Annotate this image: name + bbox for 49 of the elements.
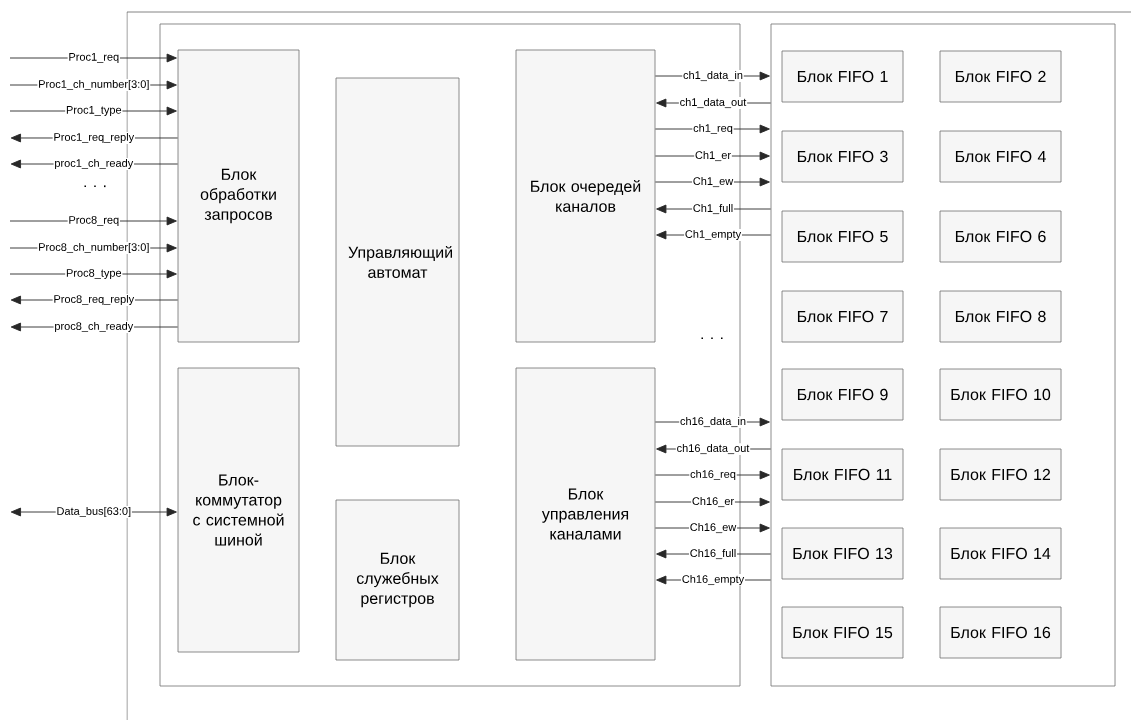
fifo-box: Блок FIFO 15 — [781, 606, 904, 659]
ellipsis: · · · — [84, 185, 106, 188]
signal-label: ch1_data_out — [678, 97, 748, 109]
signal-label: proc8_ch_ready — [53, 321, 135, 333]
signal-label: Proc8_req_reply — [52, 294, 135, 306]
signal-label: Proc1_ch_number[3:0] — [37, 79, 151, 91]
signal-label: Proc1_req — [67, 52, 120, 64]
signal-label: Ch1_empty — [684, 229, 742, 241]
signal-label: Ch1_er — [694, 150, 732, 162]
signal-label: Proc8_req — [67, 215, 120, 227]
signal-label: ch16_req — [689, 469, 737, 481]
signal-label: ch16_data_out — [675, 443, 751, 455]
fifo-box: Блок FIFO 12 — [939, 448, 1062, 501]
process-box: Блок управления каналами — [515, 367, 656, 661]
signal-label: ch16_data_in — [679, 416, 747, 428]
fifo-box: Блок FIFO 13 — [781, 527, 904, 580]
fifo-box: Блок FIFO 6 — [939, 210, 1062, 263]
signal-label: Ch1_full — [692, 203, 734, 215]
signal-label: Ch16_full — [688, 548, 738, 560]
fifo-box: Блок FIFO 14 — [939, 527, 1062, 580]
signal-label: ch1_data_in — [682, 70, 744, 82]
fifo-box: Блок FIFO 5 — [781, 210, 904, 263]
signal-label: Ch16_ew — [688, 522, 738, 534]
fifo-box: Блок FIFO 8 — [939, 290, 1062, 343]
process-box: Блок служебных регистров — [335, 499, 460, 661]
fifo-box: Блок FIFO 1 — [781, 50, 904, 103]
fifo-box: Блок FIFO 2 — [939, 50, 1062, 103]
fifo-box: Блок FIFO 9 — [781, 368, 904, 421]
signal-label: proc1_ch_ready — [53, 158, 135, 170]
fifo-box: Блок FIFO 7 — [781, 290, 904, 343]
signal-label: Proc8_type — [65, 268, 123, 280]
fifo-box: Блок FIFO 3 — [781, 130, 904, 183]
signal-label: Proc1_req_reply — [52, 132, 135, 144]
ellipsis: · · · — [701, 337, 723, 340]
fifo-box: Блок FIFO 10 — [939, 368, 1062, 421]
fifo-box: Блок FIFO 16 — [939, 606, 1062, 659]
process-box: Блок обработки запросов — [177, 49, 300, 343]
process-box: Блок-коммутатор с системной шиной — [177, 367, 300, 653]
signal-label: Proc8_ch_number[3:0] — [37, 242, 151, 254]
fifo-box: Блок FIFO 4 — [939, 130, 1062, 183]
signal-label: ch1_req — [692, 123, 734, 135]
fifo-box: Блок FIFO 11 — [781, 448, 904, 501]
process-box: Блок очередей каналов — [515, 49, 656, 343]
signal-label: Ch1_ew — [692, 176, 734, 188]
signal-label: Data_bus[63:0] — [55, 506, 132, 518]
signal-label: Ch16_er — [691, 496, 735, 508]
process-box: Управляющий автомат — [335, 77, 460, 447]
signal-label: Ch16_empty — [681, 574, 745, 586]
signal-label: Proc1_type — [65, 105, 123, 117]
